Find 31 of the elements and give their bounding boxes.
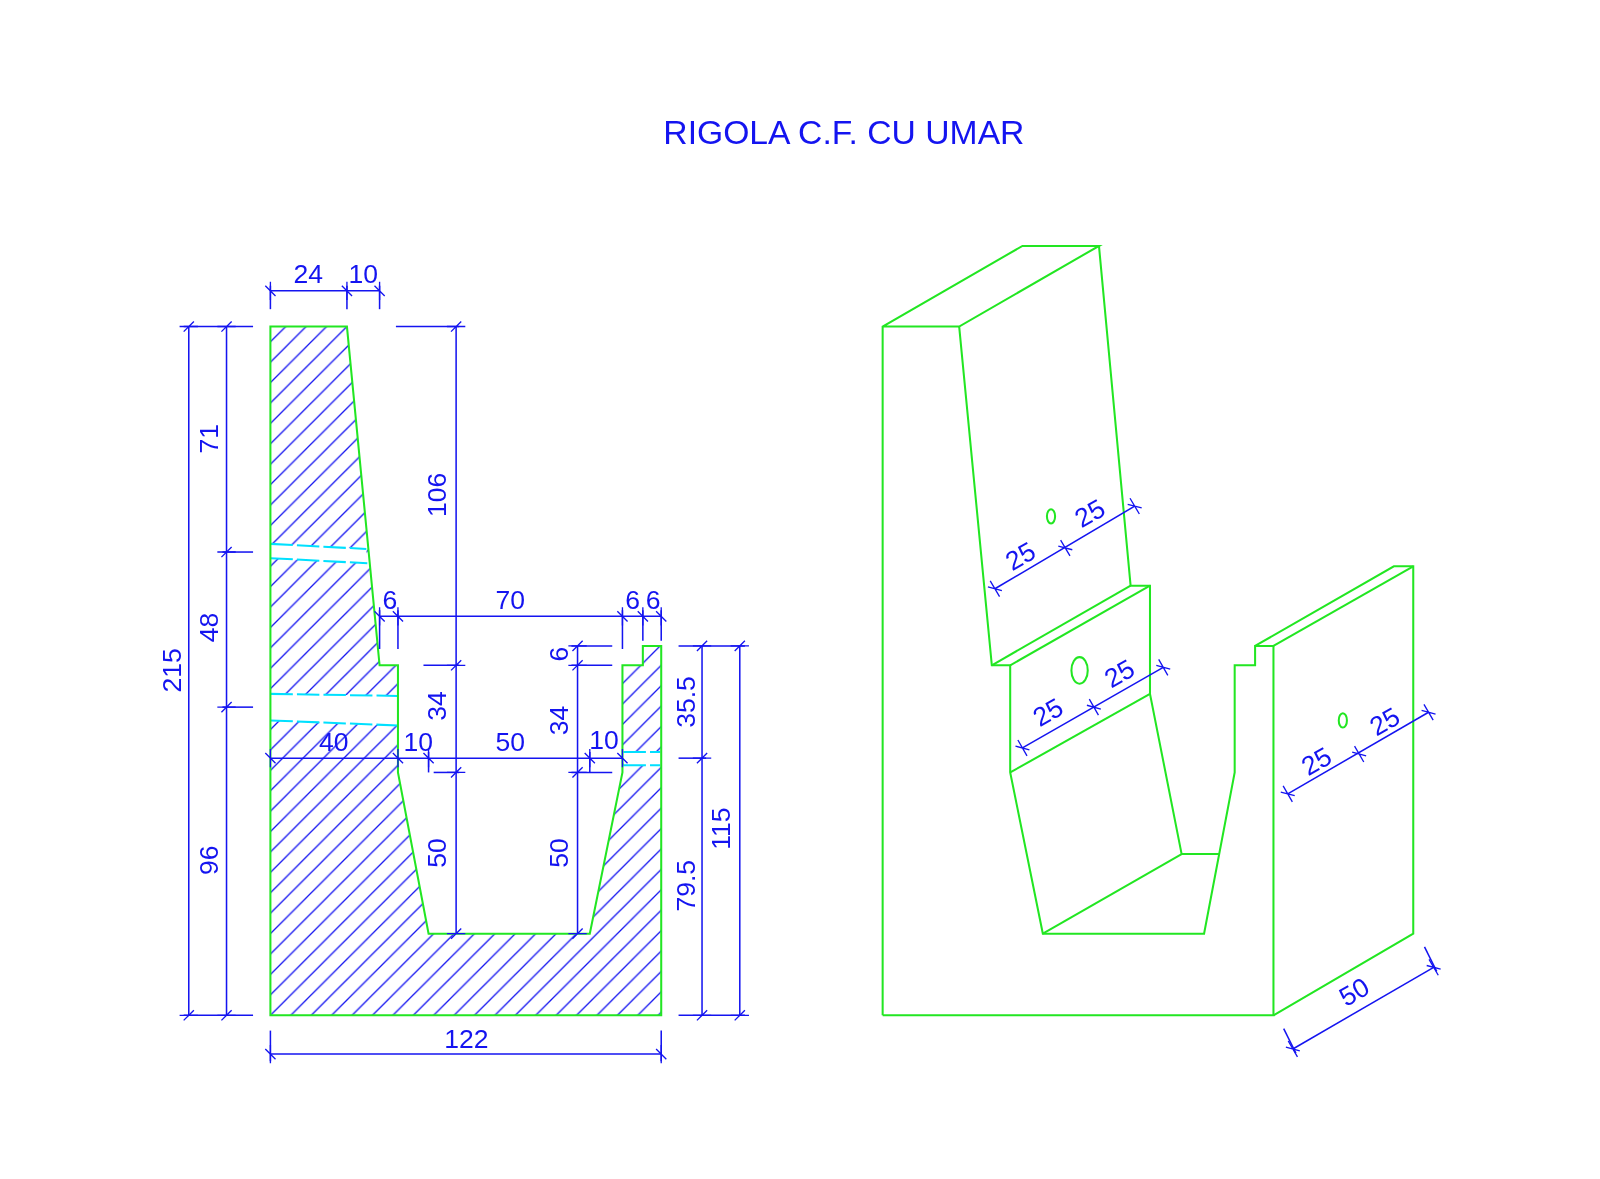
- dimension-value: 25: [1099, 654, 1139, 693]
- dimension-value: 96: [195, 845, 223, 875]
- dimension-value: 122: [444, 1025, 489, 1053]
- dimension-value: 70: [495, 586, 525, 614]
- dimension-value: 6: [625, 586, 641, 614]
- dimension-value: 48: [195, 612, 223, 643]
- dimension-value: 50: [423, 838, 450, 868]
- dimension-value: 50: [545, 838, 573, 868]
- dimension-value: 106: [423, 472, 450, 518]
- dimension-value: 215: [158, 648, 185, 693]
- dimension-value: 25: [1365, 702, 1405, 741]
- dimension-value: 35.5: [672, 676, 699, 728]
- dimension-value: 25: [1296, 742, 1336, 781]
- dimension-value: 79.5: [672, 859, 699, 912]
- dimension-value: 6: [545, 646, 573, 662]
- dimension-value: 25: [1070, 494, 1110, 533]
- dimension-value: 6: [382, 586, 398, 614]
- dimension-value: 25: [1028, 693, 1068, 732]
- dimension-value: 24: [293, 260, 323, 287]
- dimension-value: 50: [495, 728, 525, 756]
- dimension-value: 34: [545, 705, 573, 736]
- dimension-value: 10: [589, 726, 619, 754]
- dimension-value: 10: [403, 728, 434, 756]
- dimension-value: 34: [423, 691, 450, 721]
- dimension-value: 6: [645, 586, 661, 614]
- dimension-value: 71: [195, 424, 223, 454]
- dimension-value: 50: [1334, 972, 1374, 1011]
- dimension-value: 10: [348, 260, 378, 287]
- dimension-value: 115: [707, 807, 734, 850]
- dimension-value: 25: [1001, 537, 1040, 575]
- drawing-title: RIGOLA C.F. CU UMAR: [663, 115, 1025, 150]
